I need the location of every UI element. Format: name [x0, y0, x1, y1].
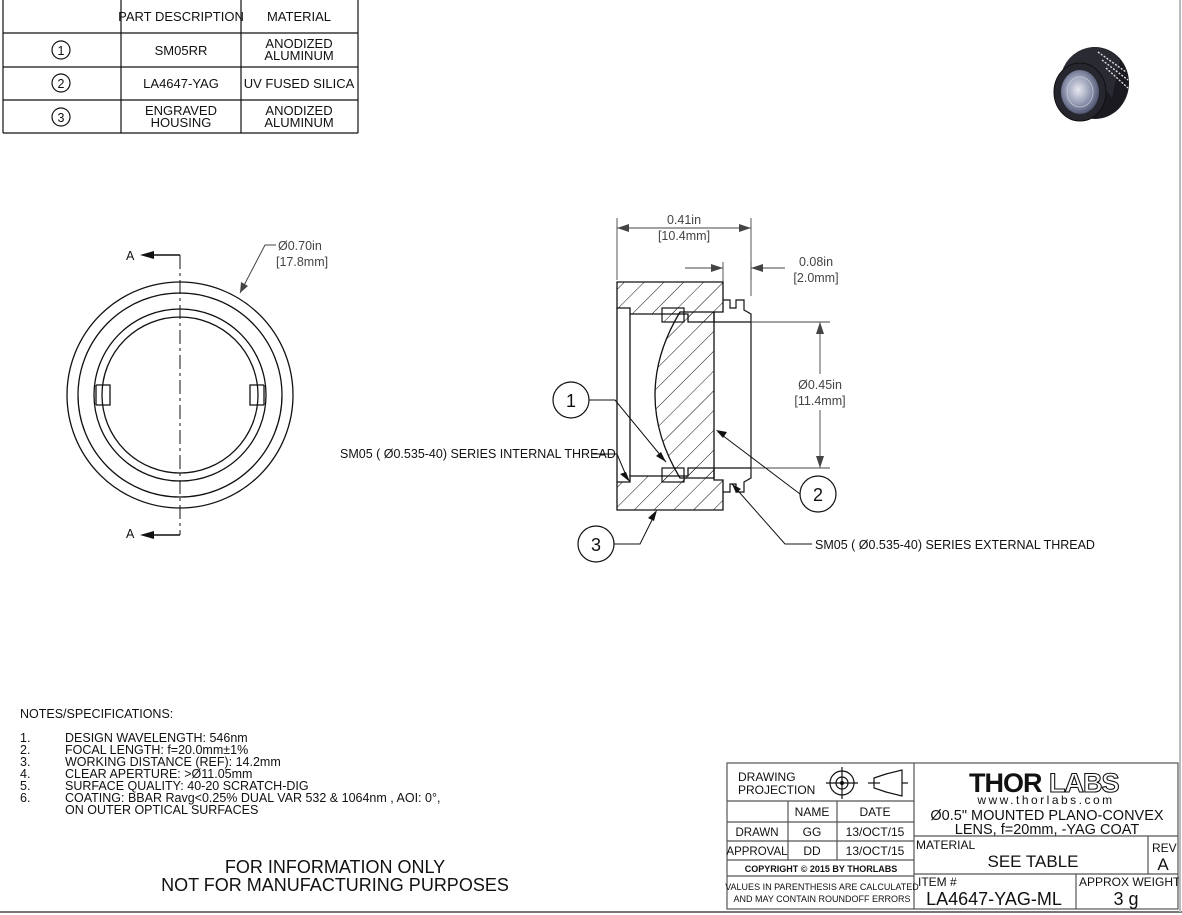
section-label-bottom: A [126, 527, 135, 541]
notes-header: NOTES/SPECIFICATIONS: [20, 707, 174, 721]
title-block: DRAWING PROJECTION NAME DATE DRAWN GG 13… [725, 762, 1181, 910]
thorlabs-logo: THOR LABS [969, 767, 1120, 798]
thread-dim-in: 0.08in [799, 255, 833, 269]
note-item: 4.CLEAR APERTURE: >Ø11.05mm [20, 767, 253, 781]
page-border-right [1179, 0, 1181, 912]
front-diameter-in: Ø0.70in [278, 239, 322, 253]
notes-block: NOTES/SPECIFICATIONS: 1.DESIGN WAVELENGT… [20, 707, 441, 817]
website: www.thorlabs.com [976, 793, 1114, 807]
bom-row-1-desc: SM05RR [155, 43, 208, 58]
material-value: SEE TABLE [987, 852, 1078, 871]
bom-row-2-num: 2 [58, 77, 65, 91]
balloon-3: 3 [591, 535, 601, 555]
aperture-dim-mm: [11.4mm] [794, 394, 845, 408]
date-header: DATE [859, 805, 890, 819]
internal-thread-label: SM05 ( Ø0.535-40) SERIES INTERNAL THREAD [340, 447, 616, 461]
note-item: 1.DESIGN WAVELENGTH: 546nm [20, 731, 248, 745]
bom-table: PART DESCRIPTION MATERIAL 1 SM05RR ANODI… [2, 0, 359, 134]
bom-row-3-material-line2: ALUMINUM [264, 115, 333, 130]
svg-text:LABS: LABS [1049, 768, 1119, 798]
disclaimer-line1: VALUES IN PARENTHESIS ARE CALCULATED [725, 882, 919, 892]
width-dim-in: 0.41in [667, 213, 701, 227]
width-dim-mm: [10.4mm] [658, 229, 710, 243]
section-view: 0.41in [10.4mm] 0.08in [2.0mm] Ø0.45in [… [340, 213, 1095, 563]
projection-label-line2: PROJECTION [738, 783, 815, 797]
rev-label: REV [1152, 841, 1177, 855]
section-label-top: A [126, 249, 135, 263]
bom-row-1-material-line2: ALUMINUM [264, 48, 333, 63]
approval-date: 13/OCT/15 [846, 844, 905, 858]
weight-label: APPROX WEIGHT [1079, 875, 1181, 889]
name-header: NAME [795, 805, 830, 819]
bom-row-2-material: UV FUSED SILICA [244, 76, 355, 91]
disclaimer-line2: AND MAY CONTAIN ROUNDOFF ERRORS [733, 894, 910, 904]
bom-row-1-material-line1: ANODIZED [265, 36, 332, 51]
approval-name: DD [803, 844, 821, 858]
product-photo [1053, 47, 1129, 122]
approval-label: APPROVAL [726, 846, 788, 858]
drawing-title-line1: Ø0.5" MOUNTED PLANO-CONVEX [930, 808, 1163, 824]
note-item: ON OUTER OPTICAL SURFACES [65, 803, 259, 817]
bom-row-3-material-line1: ANODIZED [265, 103, 332, 118]
drawn-date: 13/OCT/15 [846, 825, 905, 839]
copyright: COPYRIGHT © 2015 BY THORLABS [745, 864, 898, 874]
svg-text:THOR: THOR [969, 768, 1042, 798]
external-thread-label: SM05 ( Ø0.535-40) SERIES EXTERNAL THREAD [815, 538, 1095, 552]
bom-row-1-num: 1 [58, 44, 65, 58]
projection-symbol-icon [826, 767, 908, 799]
drawing-title-line2: LENS, f=20mm, -YAG COAT [955, 822, 1140, 838]
rev-value: A [1157, 855, 1169, 874]
drawn-name: GG [803, 825, 822, 839]
thread-dim-mm: [2.0mm] [793, 271, 838, 285]
item-value: LA4647-YAG-ML [926, 889, 1062, 909]
projection-label-line1: DRAWING [738, 770, 796, 784]
item-label: ITEM # [918, 875, 957, 889]
front-view: A A [66, 244, 294, 541]
weight-value: 3 g [1113, 889, 1138, 909]
note-item: 5.SURFACE QUALITY: 40-20 SCRATCH-DIG [20, 779, 309, 793]
note-item: 2.FOCAL LENGTH: f=20.0mm±1% [20, 743, 249, 757]
info-line-1: FOR INFORMATION ONLY [224, 857, 446, 877]
note-item: 3.WORKING DISTANCE (REF): 14.2mm [20, 755, 281, 769]
balloon-1: 1 [566, 391, 576, 411]
bom-header-description: PART DESCRIPTION [118, 9, 244, 24]
info-disclaimer: FOR INFORMATION ONLY NOT FOR MANUFACTURI… [130, 858, 540, 894]
front-diameter-label: Ø0.70in [17.8mm] [276, 239, 328, 269]
bom-row-2-desc: LA4647-YAG [143, 76, 219, 91]
note-item: 6.COATING: BBAR Ravg<0.25% DUAL VAR 532 … [20, 791, 441, 805]
drawn-label: DRAWN [735, 827, 778, 839]
bom-header-material: MATERIAL [267, 9, 331, 24]
bom-row-3-num: 3 [58, 111, 65, 125]
page-border-bottom [0, 911, 1182, 913]
bom-row-3-desc-line2: HOUSING [151, 115, 212, 130]
front-diameter-mm: [17.8mm] [276, 255, 328, 269]
balloon-2: 2 [813, 485, 823, 505]
material-label: MATERIAL [916, 838, 975, 852]
aperture-dim-in: Ø0.45in [798, 378, 842, 392]
info-line-2: NOT FOR MANUFACTURING PURPOSES [161, 875, 509, 895]
bom-row-3-desc-line1: ENGRAVED [145, 103, 217, 118]
